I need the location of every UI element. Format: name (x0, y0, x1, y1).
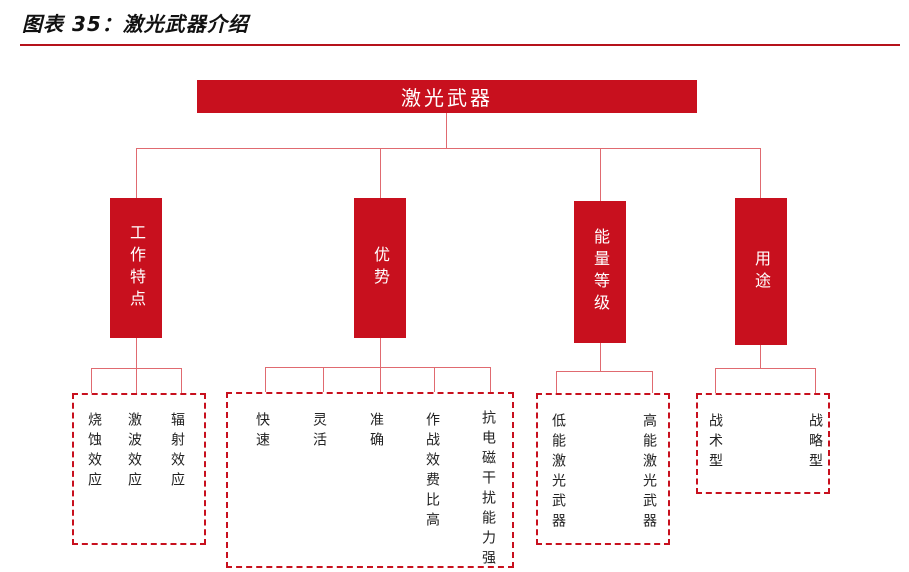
branch-node-usage: 用途 (735, 198, 787, 345)
connector (265, 367, 266, 392)
connector (136, 148, 137, 198)
connector (815, 368, 816, 393)
connector (760, 148, 761, 198)
connector (136, 338, 137, 368)
branch-label: 工作特点 (127, 224, 146, 312)
connector (715, 368, 815, 369)
connector (760, 345, 761, 368)
connector (600, 148, 601, 201)
leaf-group-usage (696, 393, 830, 494)
connector (380, 338, 381, 367)
connector (136, 368, 137, 393)
leaf-item: 低能激光武器 (550, 413, 566, 533)
root-node: 激光武器 (197, 80, 697, 113)
branch-label: 优势 (371, 246, 390, 290)
leaf-item: 高能激光武器 (641, 413, 657, 533)
leaf-item: 战术型 (707, 413, 723, 473)
leaf-item: 战略型 (807, 413, 823, 473)
leaf-item: 烧蚀效应 (86, 412, 102, 492)
leaf-group-features (72, 393, 206, 545)
branch-label: 能量等级 (591, 228, 610, 316)
connector (380, 367, 381, 392)
caption-rule (20, 44, 900, 46)
connector (136, 148, 760, 149)
connector (446, 113, 447, 148)
connector (652, 371, 653, 393)
connector (556, 371, 652, 372)
leaf-item: 准确 (368, 412, 384, 452)
leaf-group-advantages (226, 392, 514, 568)
connector (600, 343, 601, 371)
connector (715, 368, 716, 393)
figure-caption: 图表 35：激光武器介绍 (22, 12, 249, 36)
leaf-item: 快速 (254, 412, 270, 452)
branch-label: 用途 (752, 249, 771, 294)
connector (323, 367, 324, 392)
connector (434, 367, 435, 392)
connector (556, 371, 557, 393)
leaf-item: 作战效费比高 (424, 412, 440, 532)
leaf-item: 辐射效应 (169, 412, 185, 492)
connector (380, 148, 381, 198)
connector (490, 367, 491, 392)
connector (181, 368, 182, 393)
connector (265, 367, 490, 368)
leaf-item: 抗电磁干扰能力强 (480, 410, 496, 570)
leaf-item: 激波效应 (126, 412, 142, 492)
leaf-item: 灵活 (311, 412, 327, 452)
connector (91, 368, 92, 393)
branch-node-features: 工作特点 (110, 198, 162, 338)
branch-node-energy-level: 能量等级 (574, 201, 626, 343)
leaf-group-energy-level (536, 393, 670, 545)
branch-node-advantages: 优势 (354, 198, 406, 338)
